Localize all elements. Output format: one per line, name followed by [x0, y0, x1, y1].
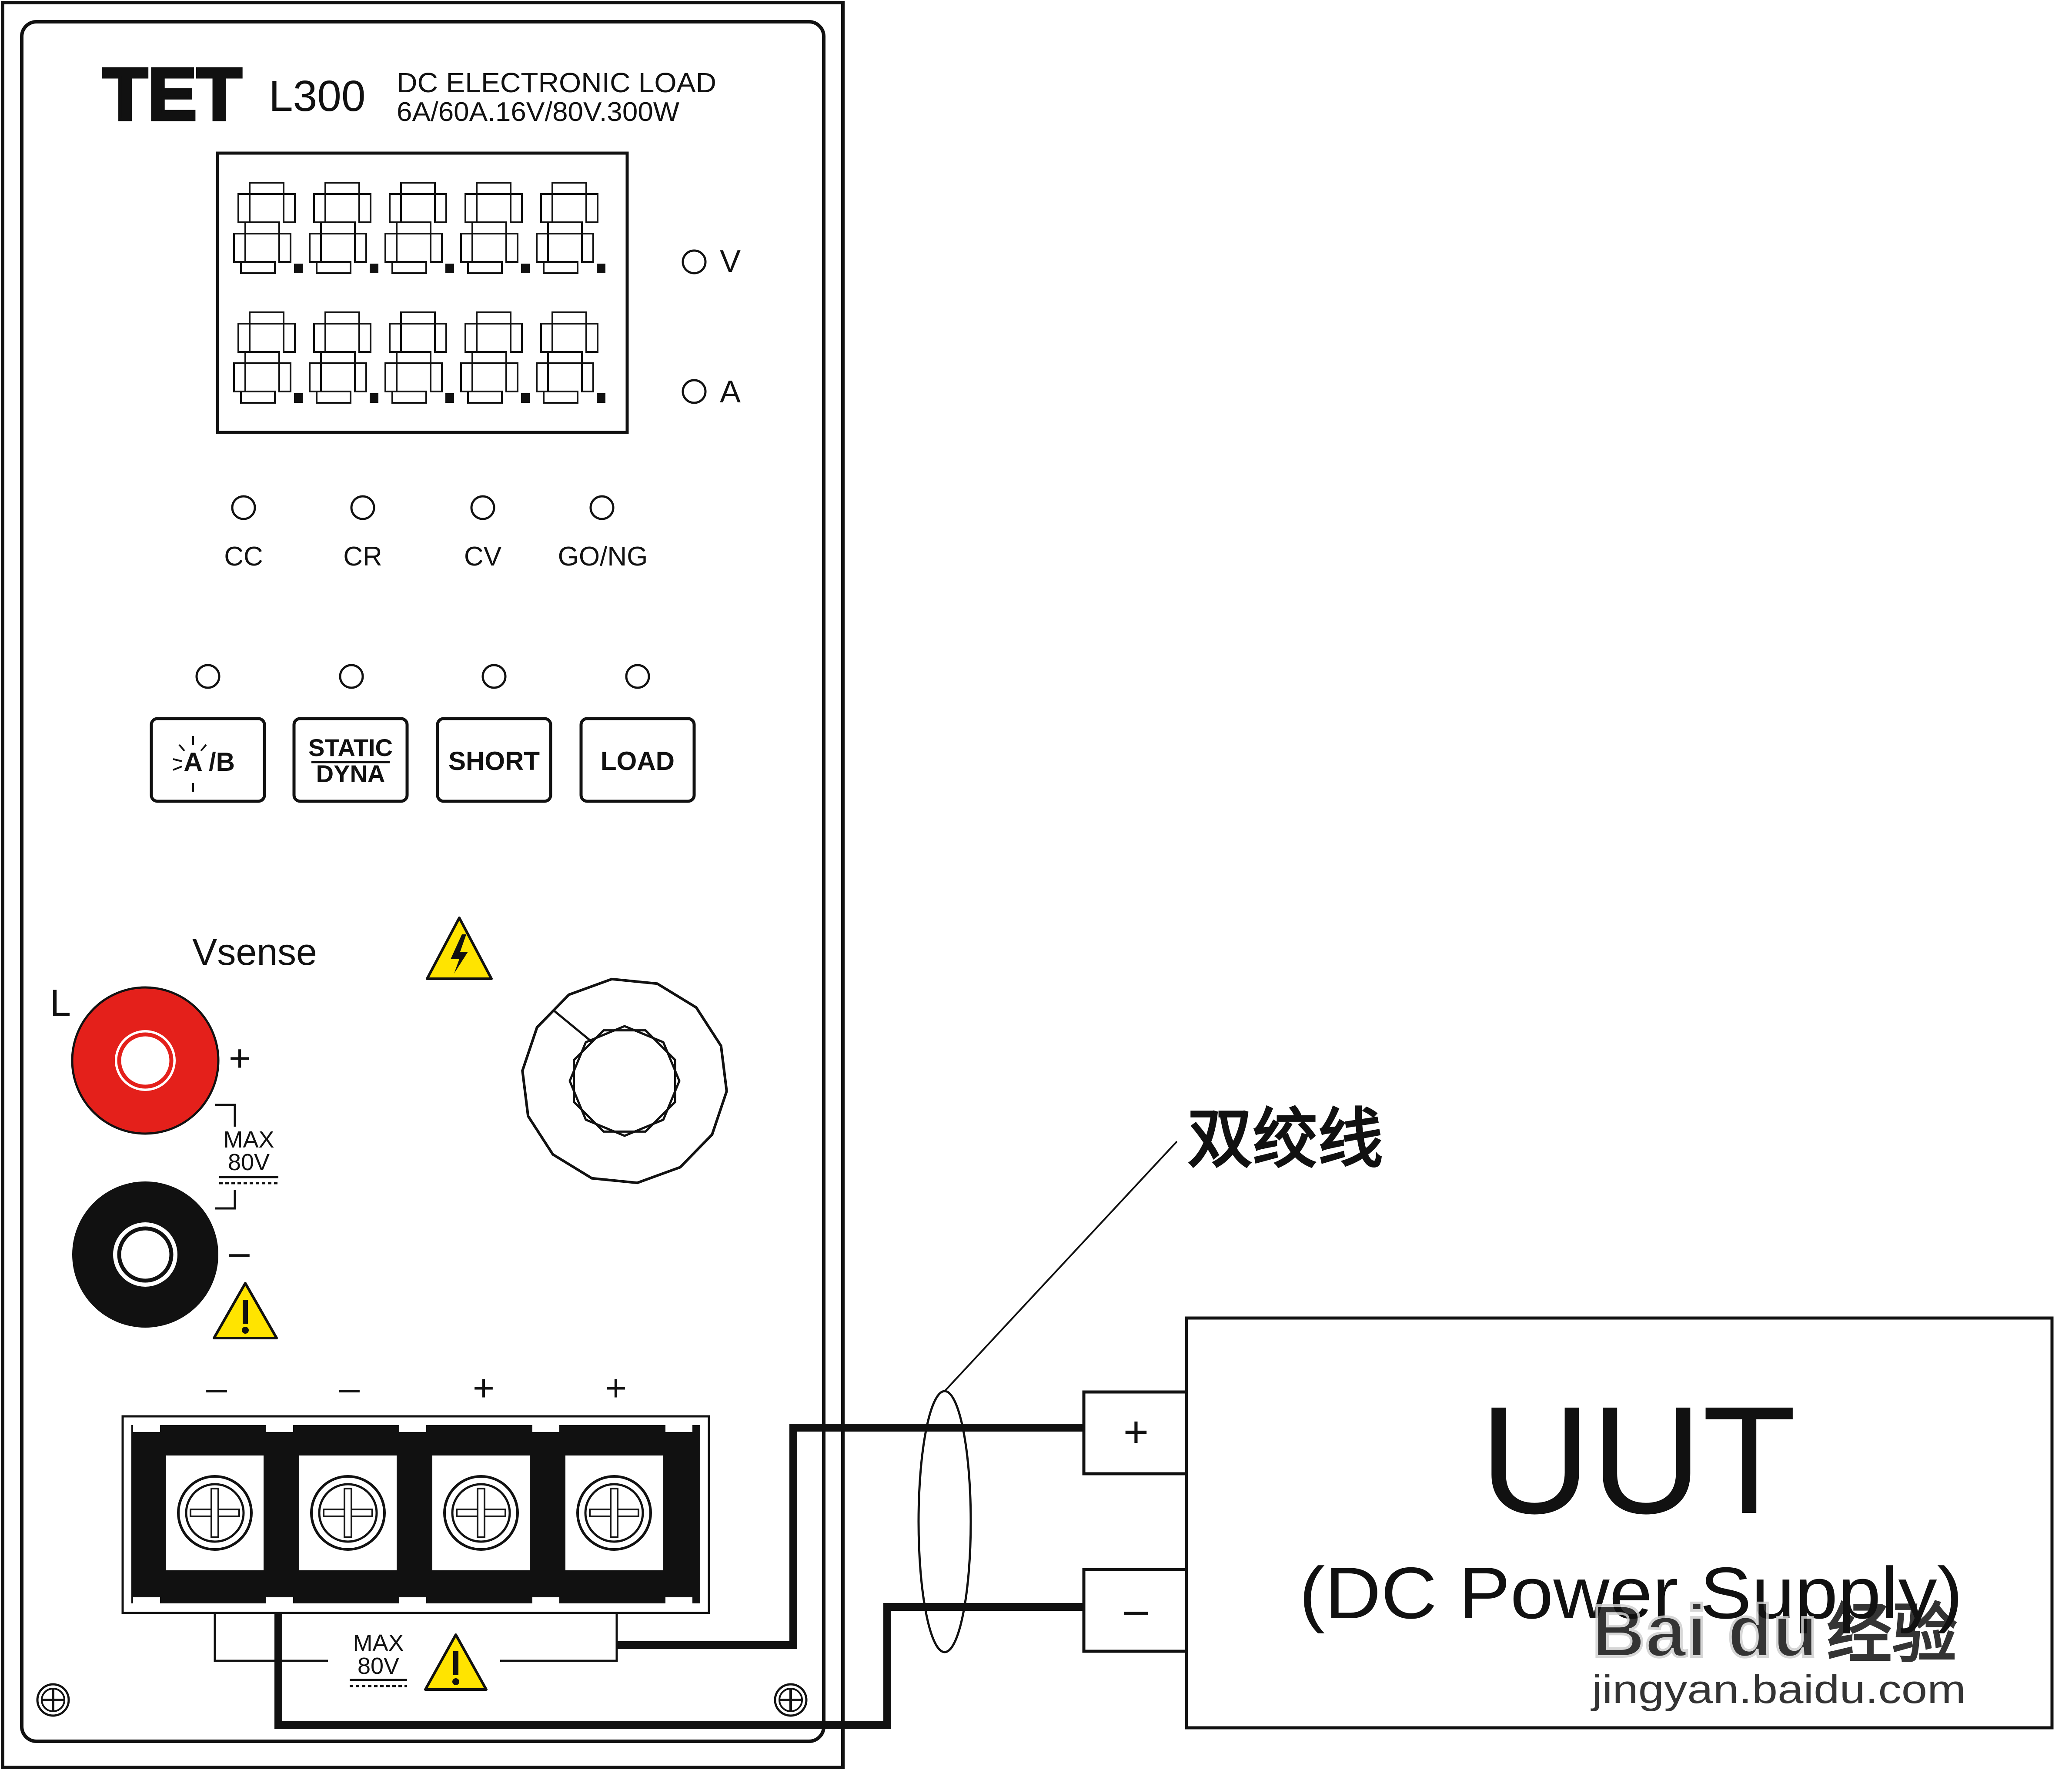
vsense-max-value: 80V: [228, 1149, 270, 1175]
mount-screw-right-icon: [774, 1683, 808, 1717]
instrument-title: DC ELECTRONIC LOAD: [397, 67, 716, 98]
uut-title: UUT: [1480, 1374, 1796, 1546]
mode-indicator-cr: CR: [343, 495, 382, 572]
terminal-4-polarity: +: [605, 1367, 627, 1409]
terminal-max-label: MAX: [353, 1630, 404, 1656]
current-readout: [233, 311, 605, 404]
svg-text:–: –: [1124, 1585, 1148, 1634]
vsense-plus-label: +: [229, 1037, 251, 1079]
vsense-minus-jack[interactable]: [72, 1181, 218, 1328]
ab-led: [195, 664, 221, 689]
wire-negative: [274, 1603, 1086, 1729]
instrument-spec: 6A/60A.16V/80V.300W: [397, 97, 679, 127]
terminal-2-polarity: –: [339, 1367, 360, 1409]
current-unit-led: [682, 379, 707, 404]
display-digit-r1-5: [536, 182, 605, 274]
short-label: SHORT: [448, 746, 540, 776]
watermark-url: jingyan.baidu.com: [1591, 1667, 1966, 1712]
uut-box: [1185, 1316, 2054, 1730]
terminal-max-value: 80V: [358, 1653, 399, 1679]
load-label: LOAD: [601, 746, 675, 776]
static-label: STATIC: [308, 734, 393, 761]
terminal-screw-1[interactable]: [166, 1455, 264, 1570]
terminal-block: [121, 1415, 710, 1614]
terminal-screw-2[interactable]: [299, 1455, 397, 1570]
terminal-3-polarity: +: [473, 1367, 495, 1409]
display-digit-r2-3: [384, 311, 454, 404]
wire-positive: [617, 1424, 1086, 1649]
warning-icon-vsense: [213, 1282, 278, 1339]
display-digit-r2-1: [233, 311, 303, 404]
mode-indicator-cv: CV: [464, 495, 502, 572]
cr-label: CR: [343, 542, 382, 572]
svg-text:TET: TET: [103, 53, 242, 136]
cr-led: [350, 495, 375, 520]
static-dyna-led: [339, 664, 364, 689]
mode-indicator-cc: CC: [224, 495, 263, 572]
brand-logo: TET: [101, 52, 244, 137]
load-led: [625, 664, 650, 689]
cv-led: [470, 495, 495, 520]
watermark: Bai du 经验 jingyan.baidu.com: [1591, 1589, 1966, 1712]
ab-button-a-label: A: [184, 747, 202, 776]
vsense-max-rating: MAX 80V: [215, 1104, 278, 1210]
svg-text:+: +: [1123, 1408, 1149, 1456]
cc-label: CC: [224, 542, 263, 572]
uut-minus-terminal: –: [1082, 1568, 1188, 1653]
adjust-knob[interactable]: [521, 977, 728, 1184]
gong-label: GO/NG: [558, 542, 648, 572]
sparkle-icon: [173, 736, 207, 792]
display-digit-r2-2: [309, 311, 378, 404]
uut-plus-terminal: +: [1082, 1390, 1188, 1476]
vsense-label: Vsense: [192, 931, 317, 973]
terminal-max-rating: MAX 80V: [214, 1613, 618, 1691]
cv-label: CV: [464, 542, 502, 572]
ab-button[interactable]: A /B: [150, 717, 266, 803]
mount-screw-left-icon: [36, 1683, 70, 1717]
vsense-minus-label: –: [229, 1231, 250, 1273]
display-digit-r1-3: [384, 182, 454, 274]
high-voltage-warning-icon: [426, 917, 493, 980]
voltage-unit-label: V: [720, 244, 741, 279]
twisted-pair-leader-line: [944, 1141, 1178, 1392]
mode-indicator-gong: GO/NG: [558, 495, 648, 572]
short-button[interactable]: SHORT: [436, 717, 552, 803]
short-led: [481, 664, 507, 689]
dyna-label: DYNA: [316, 760, 385, 787]
display-digit-r1-2: [309, 182, 378, 274]
terminal-1-polarity: –: [206, 1367, 227, 1409]
display-digit-r1-4: [460, 182, 530, 274]
display-digit-r2-4: [460, 311, 530, 404]
vsense-max-label: MAX: [223, 1127, 274, 1153]
display-digit-r2-5: [536, 311, 605, 404]
load-button[interactable]: LOAD: [579, 717, 696, 803]
watermark-brand: Bai du: [1592, 1590, 1818, 1673]
terminal-screw-4[interactable]: [565, 1455, 663, 1570]
watermark-brand-cn: 经验: [1827, 1596, 1957, 1672]
ab-button-b-label: /B: [209, 747, 235, 776]
instrument-panel: [20, 20, 825, 1743]
cc-led: [231, 495, 256, 520]
current-unit-label: A: [720, 375, 741, 409]
static-dyna-button[interactable]: STATIC DYNA: [292, 717, 409, 803]
gong-led: [589, 495, 615, 520]
terminal-screw-3[interactable]: [432, 1455, 530, 1570]
voltage-unit-led: [682, 249, 707, 274]
vsense-plus-jack[interactable]: [71, 986, 220, 1135]
twisted-pair-label: 双绞线: [1187, 1101, 1383, 1177]
voltage-readout: [233, 182, 605, 274]
uut-subtitle: (DC Power Supply): [1299, 1552, 1963, 1634]
display-digit-r1-1: [233, 182, 303, 274]
vsense-l-label: L: [50, 982, 71, 1024]
model-number: L300: [269, 72, 365, 120]
warning-icon-terminal: [424, 1633, 488, 1691]
